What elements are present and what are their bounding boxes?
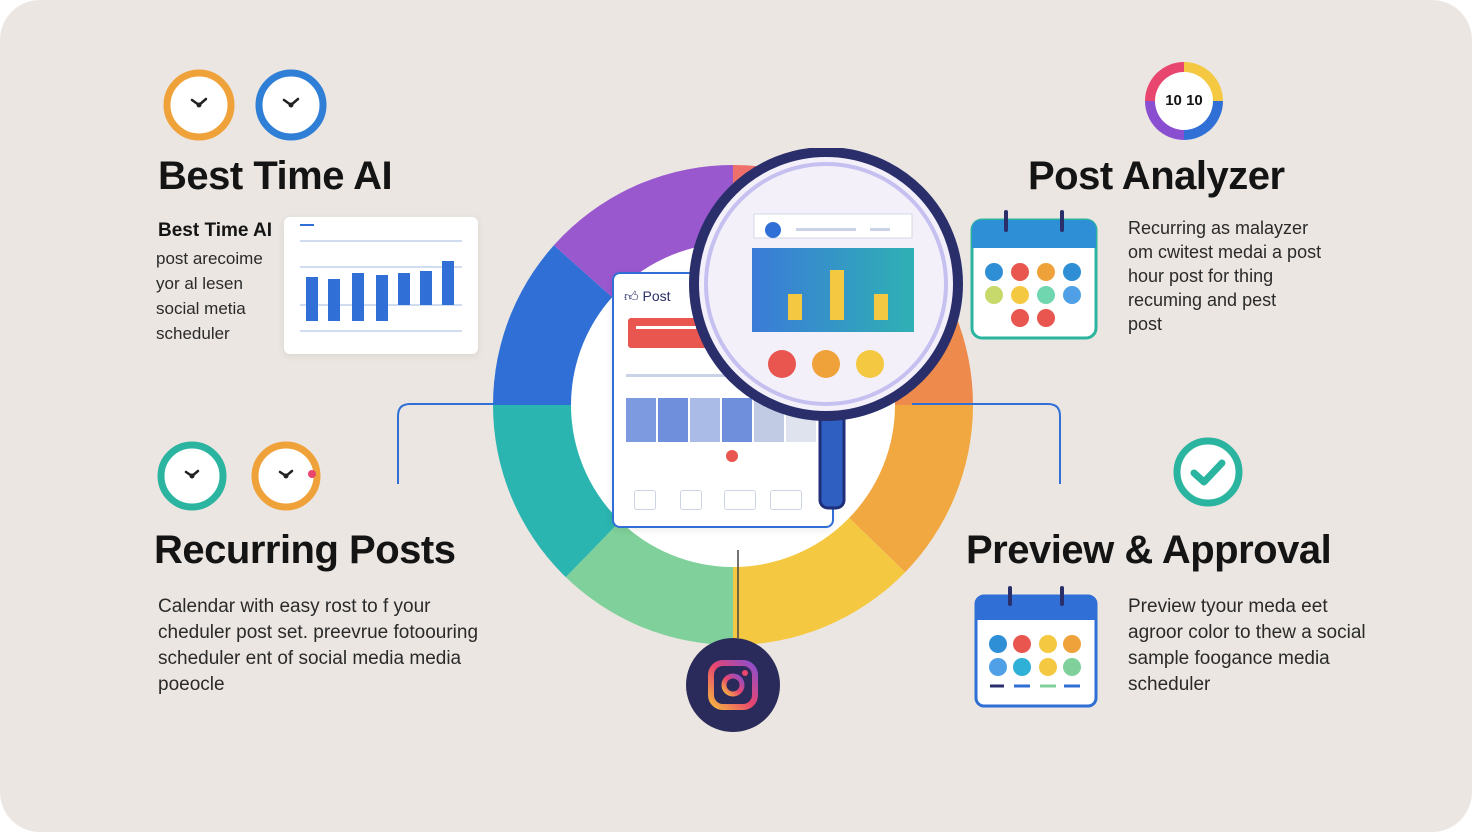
thumbs-up-icon: 👍︎ [624,288,639,304]
clock-icon [163,69,235,141]
desc-line: cheduler post set. preevrue fotoouring [158,622,479,643]
instagram-badge [686,638,780,732]
desc-line: scheduler [1128,674,1211,695]
recurring-posts-title: Recurring Posts [154,528,456,572]
week-cell [690,398,720,442]
best-time-card-heading: Best Time AI [158,220,273,241]
action-chip [680,490,702,510]
banner-line [636,326,696,329]
desc-line: scheduler [156,324,230,343]
desc-line: hour post for thing [1128,266,1274,286]
preview-approval-description: Preview tyour meda eet agroor color to t… [1128,594,1366,698]
action-chip [634,490,656,510]
instagram-icon [708,660,758,710]
connector-lines [397,403,1061,484]
magnifier-icon [689,148,963,510]
desc-line: Recurring as malayzer [1128,218,1309,238]
action-chip [724,490,756,510]
post-analyzer-title: Post Analyzer [1028,154,1285,198]
desc-line: om cwitest medai a post [1128,242,1322,262]
desc-line: post [1128,314,1163,334]
best-time-chart-card [284,217,478,354]
clock-icon [157,441,227,511]
post-analyzer-description: Recurring as malayzer om cwitest medai a… [1128,216,1321,336]
week-cell [722,398,752,442]
desc-line: scheduler ent of social media media [158,648,462,669]
desc-line: Preview tyour meda eet [1128,596,1328,617]
best-time-description: post arecoime yor al lesen social metia … [156,246,263,346]
desc-line: social metia [156,299,246,318]
desc-line: recuming and pest [1128,290,1277,310]
post-card-header: 👍︎ Post [624,288,671,305]
post-card-label: Post [642,288,671,304]
event-dot [726,450,738,462]
desc-line: poeocle [158,674,225,695]
desc-line: yor al lesen [156,274,243,293]
clock-icon [255,69,327,141]
calendar-icon [974,586,1098,708]
action-chip [770,490,802,510]
preview-approval-title: Preview & Approval [966,528,1332,572]
desc-line: Calendar with easy rost to f your [158,596,431,617]
desc-line: agroor color to thew a social [1128,622,1366,643]
best-time-title: Best Time AI [158,154,393,198]
desc-line: sample foogance media [1128,648,1330,669]
week-cell [626,398,656,442]
divider [626,374,816,377]
score-badge-value: 10 10 [1155,72,1213,130]
recurring-posts-description: Calendar with easy rost to f your chedul… [158,594,478,698]
score-badge: 10 10 [1145,62,1223,140]
bar-chart-icon [300,224,462,332]
clock-icon [251,441,321,511]
calendar-icon [970,210,1098,340]
week-cell [658,398,688,442]
check-icon [1173,437,1243,507]
desc-line: post arecoime [156,249,263,268]
